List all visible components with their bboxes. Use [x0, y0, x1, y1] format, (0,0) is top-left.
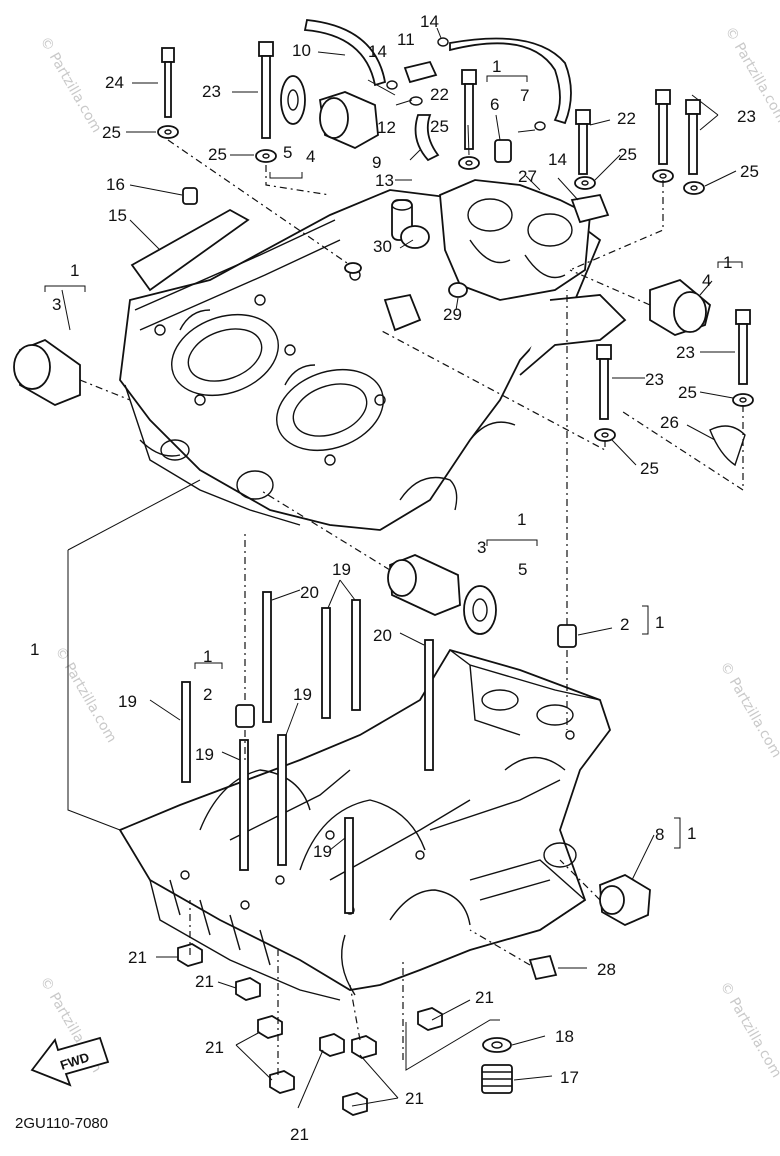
callout-5-b: 5 — [518, 560, 527, 579]
washers — [157, 125, 754, 442]
callout-8: 8 — [655, 825, 664, 844]
callout-25-e: 25 — [740, 162, 759, 181]
callout-11: 11 — [397, 30, 415, 49]
callout-13: 13 — [375, 171, 394, 190]
callout-1-f: 1 — [30, 640, 39, 659]
callout-29: 29 — [443, 305, 462, 324]
callout-25-a: 25 — [102, 123, 121, 142]
callout-21-b: 21 — [195, 972, 214, 991]
callout-10: 10 — [292, 41, 311, 60]
callout-30: 30 — [373, 237, 392, 256]
callout-19-e: 19 — [313, 842, 332, 861]
callout-23-d: 23 — [645, 370, 664, 389]
watermark-left-mid: © Partzilla.com — [52, 644, 120, 746]
callout-19-b: 19 — [118, 692, 137, 711]
callout-1-a: 1 — [70, 261, 79, 280]
callout-25-c: 25 — [430, 117, 449, 136]
small-parts — [130, 19, 746, 1094]
callout-9: 9 — [372, 153, 381, 172]
callout-23-a: 23 — [202, 82, 221, 101]
leader-lines — [61, 27, 737, 1109]
callout-1-d: 1 — [517, 510, 526, 529]
callout-18: 18 — [555, 1027, 574, 1046]
callout-15: 15 — [108, 206, 127, 225]
callout-23-b: 23 — [737, 107, 756, 126]
callout-14-b: 14 — [420, 12, 439, 31]
callout-19-c: 19 — [293, 685, 312, 704]
callout-3-a: 3 — [52, 295, 61, 314]
callout-5-a: 5 — [283, 143, 292, 162]
callout-26: 26 — [660, 413, 679, 432]
callout-1-c: 1 — [723, 253, 732, 272]
assembly-lines — [79, 139, 744, 1075]
callout-17: 17 — [560, 1068, 579, 1087]
callout-labels: 24 23 25 25 16 15 1 3 10 14 11 14 5 4 22… — [30, 12, 759, 1144]
upper-crankcase — [119, 179, 627, 531]
callout-28: 28 — [597, 960, 616, 979]
callout-20-b: 20 — [373, 626, 392, 645]
callout-25-b: 25 — [208, 145, 227, 164]
callout-25-f: 25 — [678, 383, 697, 402]
callout-25-d: 25 — [618, 145, 637, 164]
callout-2-b: 2 — [203, 685, 212, 704]
assembly-brackets — [44, 75, 743, 849]
callout-14-a: 14 — [368, 42, 387, 61]
callout-21-c: 21 — [475, 988, 494, 1007]
bearings-and-seals — [13, 75, 712, 927]
callout-21-d: 21 — [205, 1038, 224, 1057]
callout-20-a: 20 — [300, 583, 319, 602]
bolts — [161, 41, 751, 420]
drain-nuts — [177, 943, 443, 1116]
callout-27: 27 — [518, 167, 537, 186]
callout-22-b: 22 — [617, 109, 636, 128]
callout-14-c: 14 — [548, 150, 567, 169]
callout-4-b: 4 — [702, 271, 711, 290]
studs — [181, 591, 434, 914]
callout-7: 7 — [520, 86, 529, 105]
callout-21-e: 21 — [405, 1089, 424, 1108]
watermark-left-top: © Partzilla.com — [37, 34, 105, 136]
callout-19-d: 19 — [195, 745, 214, 764]
callout-1-b: 1 — [492, 57, 501, 76]
callout-1-e: 1 — [655, 613, 664, 632]
diagram-code: 2GU110-7080 — [15, 1115, 108, 1132]
callout-1-h: 1 — [687, 824, 696, 843]
fwd-arrow: FWD — [30, 1036, 110, 1087]
callout-2-a: 2 — [620, 615, 629, 634]
callout-1-g: 1 — [203, 647, 212, 666]
callout-6: 6 — [490, 95, 499, 114]
callout-12: 12 — [377, 118, 396, 137]
lower-crankcase — [118, 648, 612, 1001]
watermark-right-mid: © Partzilla.com — [717, 659, 780, 761]
callout-16: 16 — [106, 175, 125, 194]
callout-3-b: 3 — [477, 538, 486, 557]
callout-21-a: 21 — [128, 948, 147, 967]
callout-24: 24 — [105, 73, 124, 92]
callout-21-f: 21 — [290, 1125, 309, 1144]
callout-4-a: 4 — [306, 147, 315, 166]
callout-23-c: 23 — [676, 343, 695, 362]
callout-19-a: 19 — [332, 560, 351, 579]
callout-22-a: 22 — [430, 85, 449, 104]
callout-25-g: 25 — [640, 459, 659, 478]
watermark-right-bottom: © Partzilla.com — [717, 979, 780, 1081]
